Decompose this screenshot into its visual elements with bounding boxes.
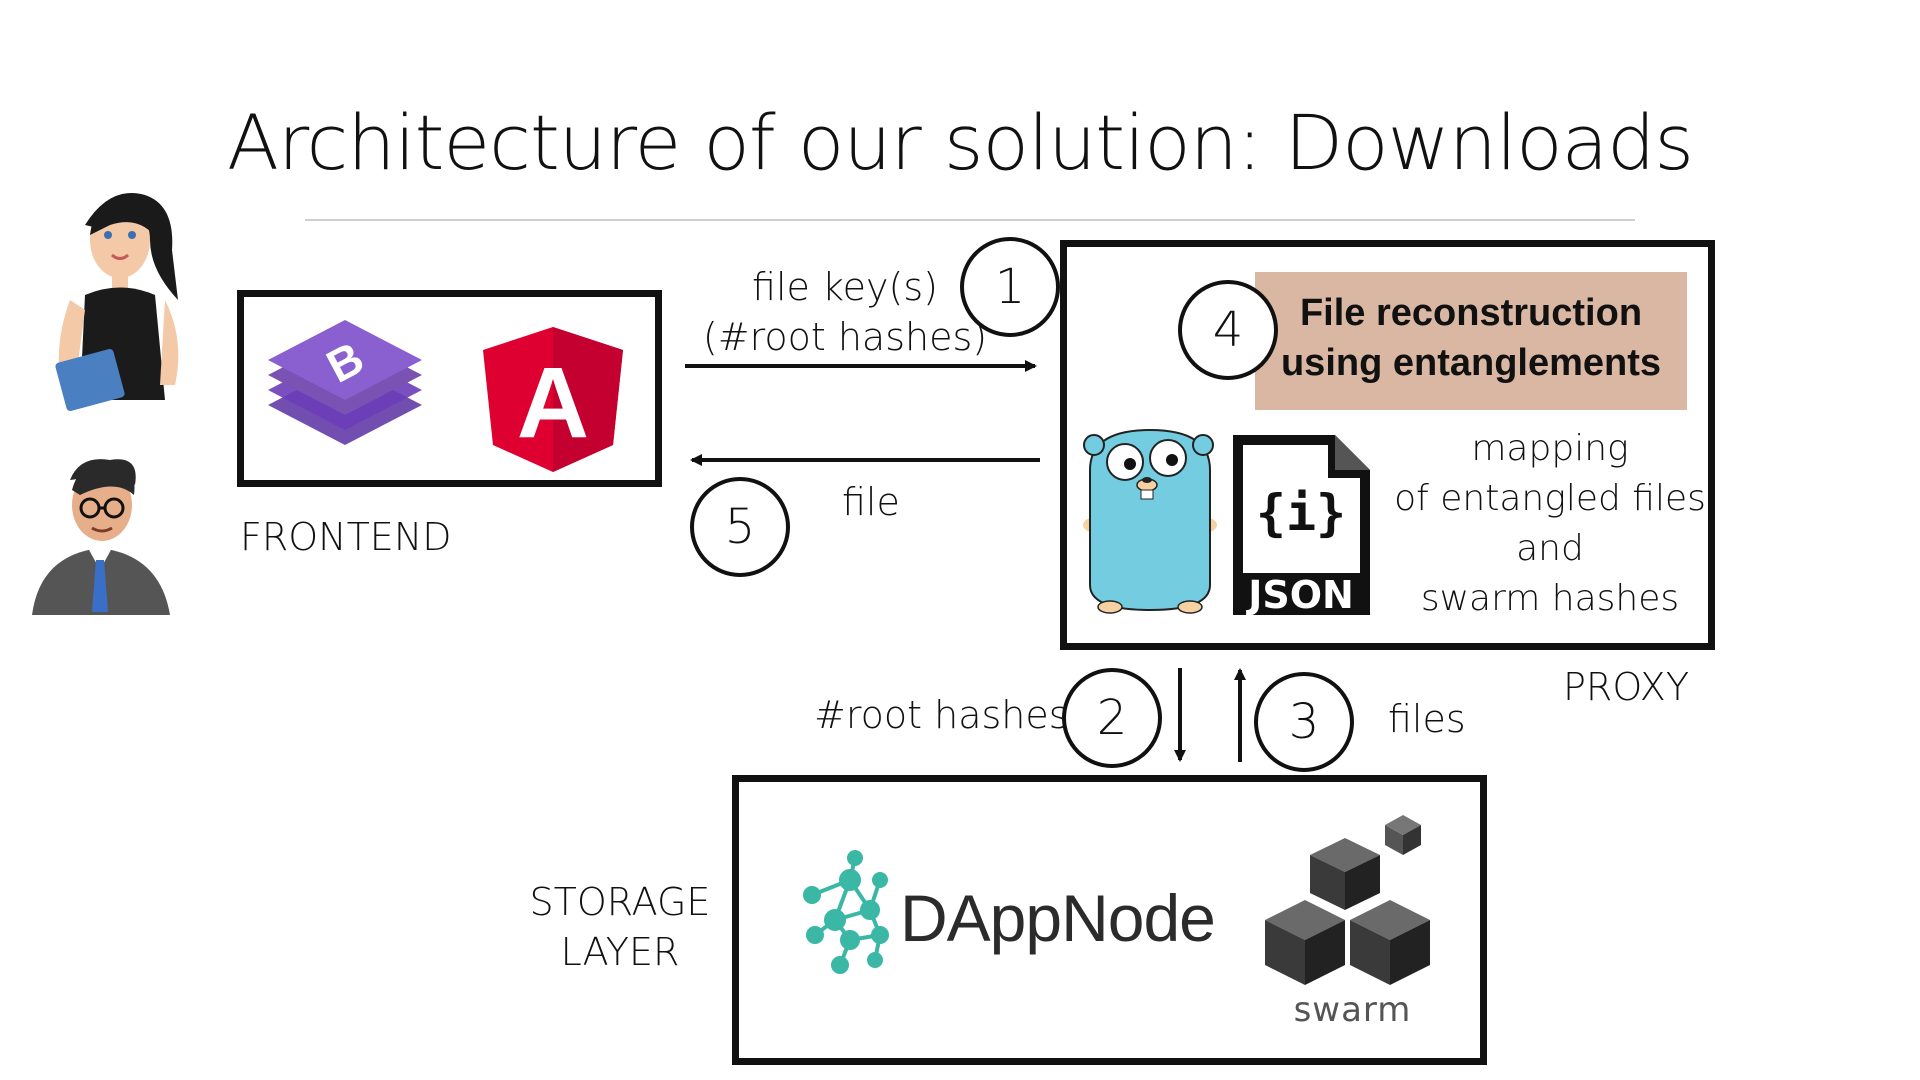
json-label: JSON [1245, 573, 1354, 617]
step5-circle: 5 [690, 477, 790, 577]
step5-label: file [842, 480, 900, 524]
storage-label-line: LAYER [560, 930, 680, 974]
mapping-line: and [1516, 528, 1584, 569]
step3-label: files [1388, 697, 1466, 741]
storage-label-line: STORAGE [529, 880, 711, 924]
reconstruction-text: File reconstruction using entanglements [1280, 292, 1662, 384]
step4-circle: 4 [1178, 280, 1278, 380]
mapping-line: swarm hashes [1420, 578, 1680, 619]
swarm-logo-text: swarm [1293, 990, 1412, 1030]
angular-letter: A [517, 347, 589, 459]
slide-title: Architecture of our solution: Downloads [226, 98, 1694, 187]
angular-logo-icon: A [483, 327, 623, 472]
step2-label: #root hashes [814, 693, 1069, 737]
step1-label: file key(s) (#root hashes) [700, 262, 990, 362]
mapping-text: mapping of entangled files and swarm has… [1380, 424, 1720, 624]
title-divider [305, 219, 1635, 221]
storage-label: STORAGE LAYER [520, 877, 720, 977]
swarm-logo-icon [1265, 815, 1430, 985]
gopher-icon [1083, 428, 1217, 614]
step3-circle: 3 [1254, 672, 1354, 772]
proxy-label: PROXY [1563, 665, 1690, 709]
frontend-label: FRONTEND [240, 515, 452, 559]
step1-label-line: file key(s) [752, 265, 938, 309]
bootstrap-logo-icon: B [268, 320, 422, 445]
woman-user-icon [55, 193, 179, 412]
json-file-icon: {i} JSON [1233, 435, 1370, 617]
dappnode-logo-icon [803, 850, 889, 974]
reconstruction-highlight [1255, 272, 1687, 410]
mapping-line: of entangled files [1394, 478, 1706, 519]
man-user-icon [32, 459, 170, 615]
step1-label-line: (#root hashes) [702, 315, 988, 359]
mapping-line: mapping [1471, 428, 1629, 469]
json-braces-text: {i} [1256, 484, 1346, 542]
step1-circle: 1 [960, 237, 1060, 337]
dappnode-logo-text: DAppNode [900, 881, 1216, 955]
step2-circle: 2 [1062, 668, 1162, 768]
